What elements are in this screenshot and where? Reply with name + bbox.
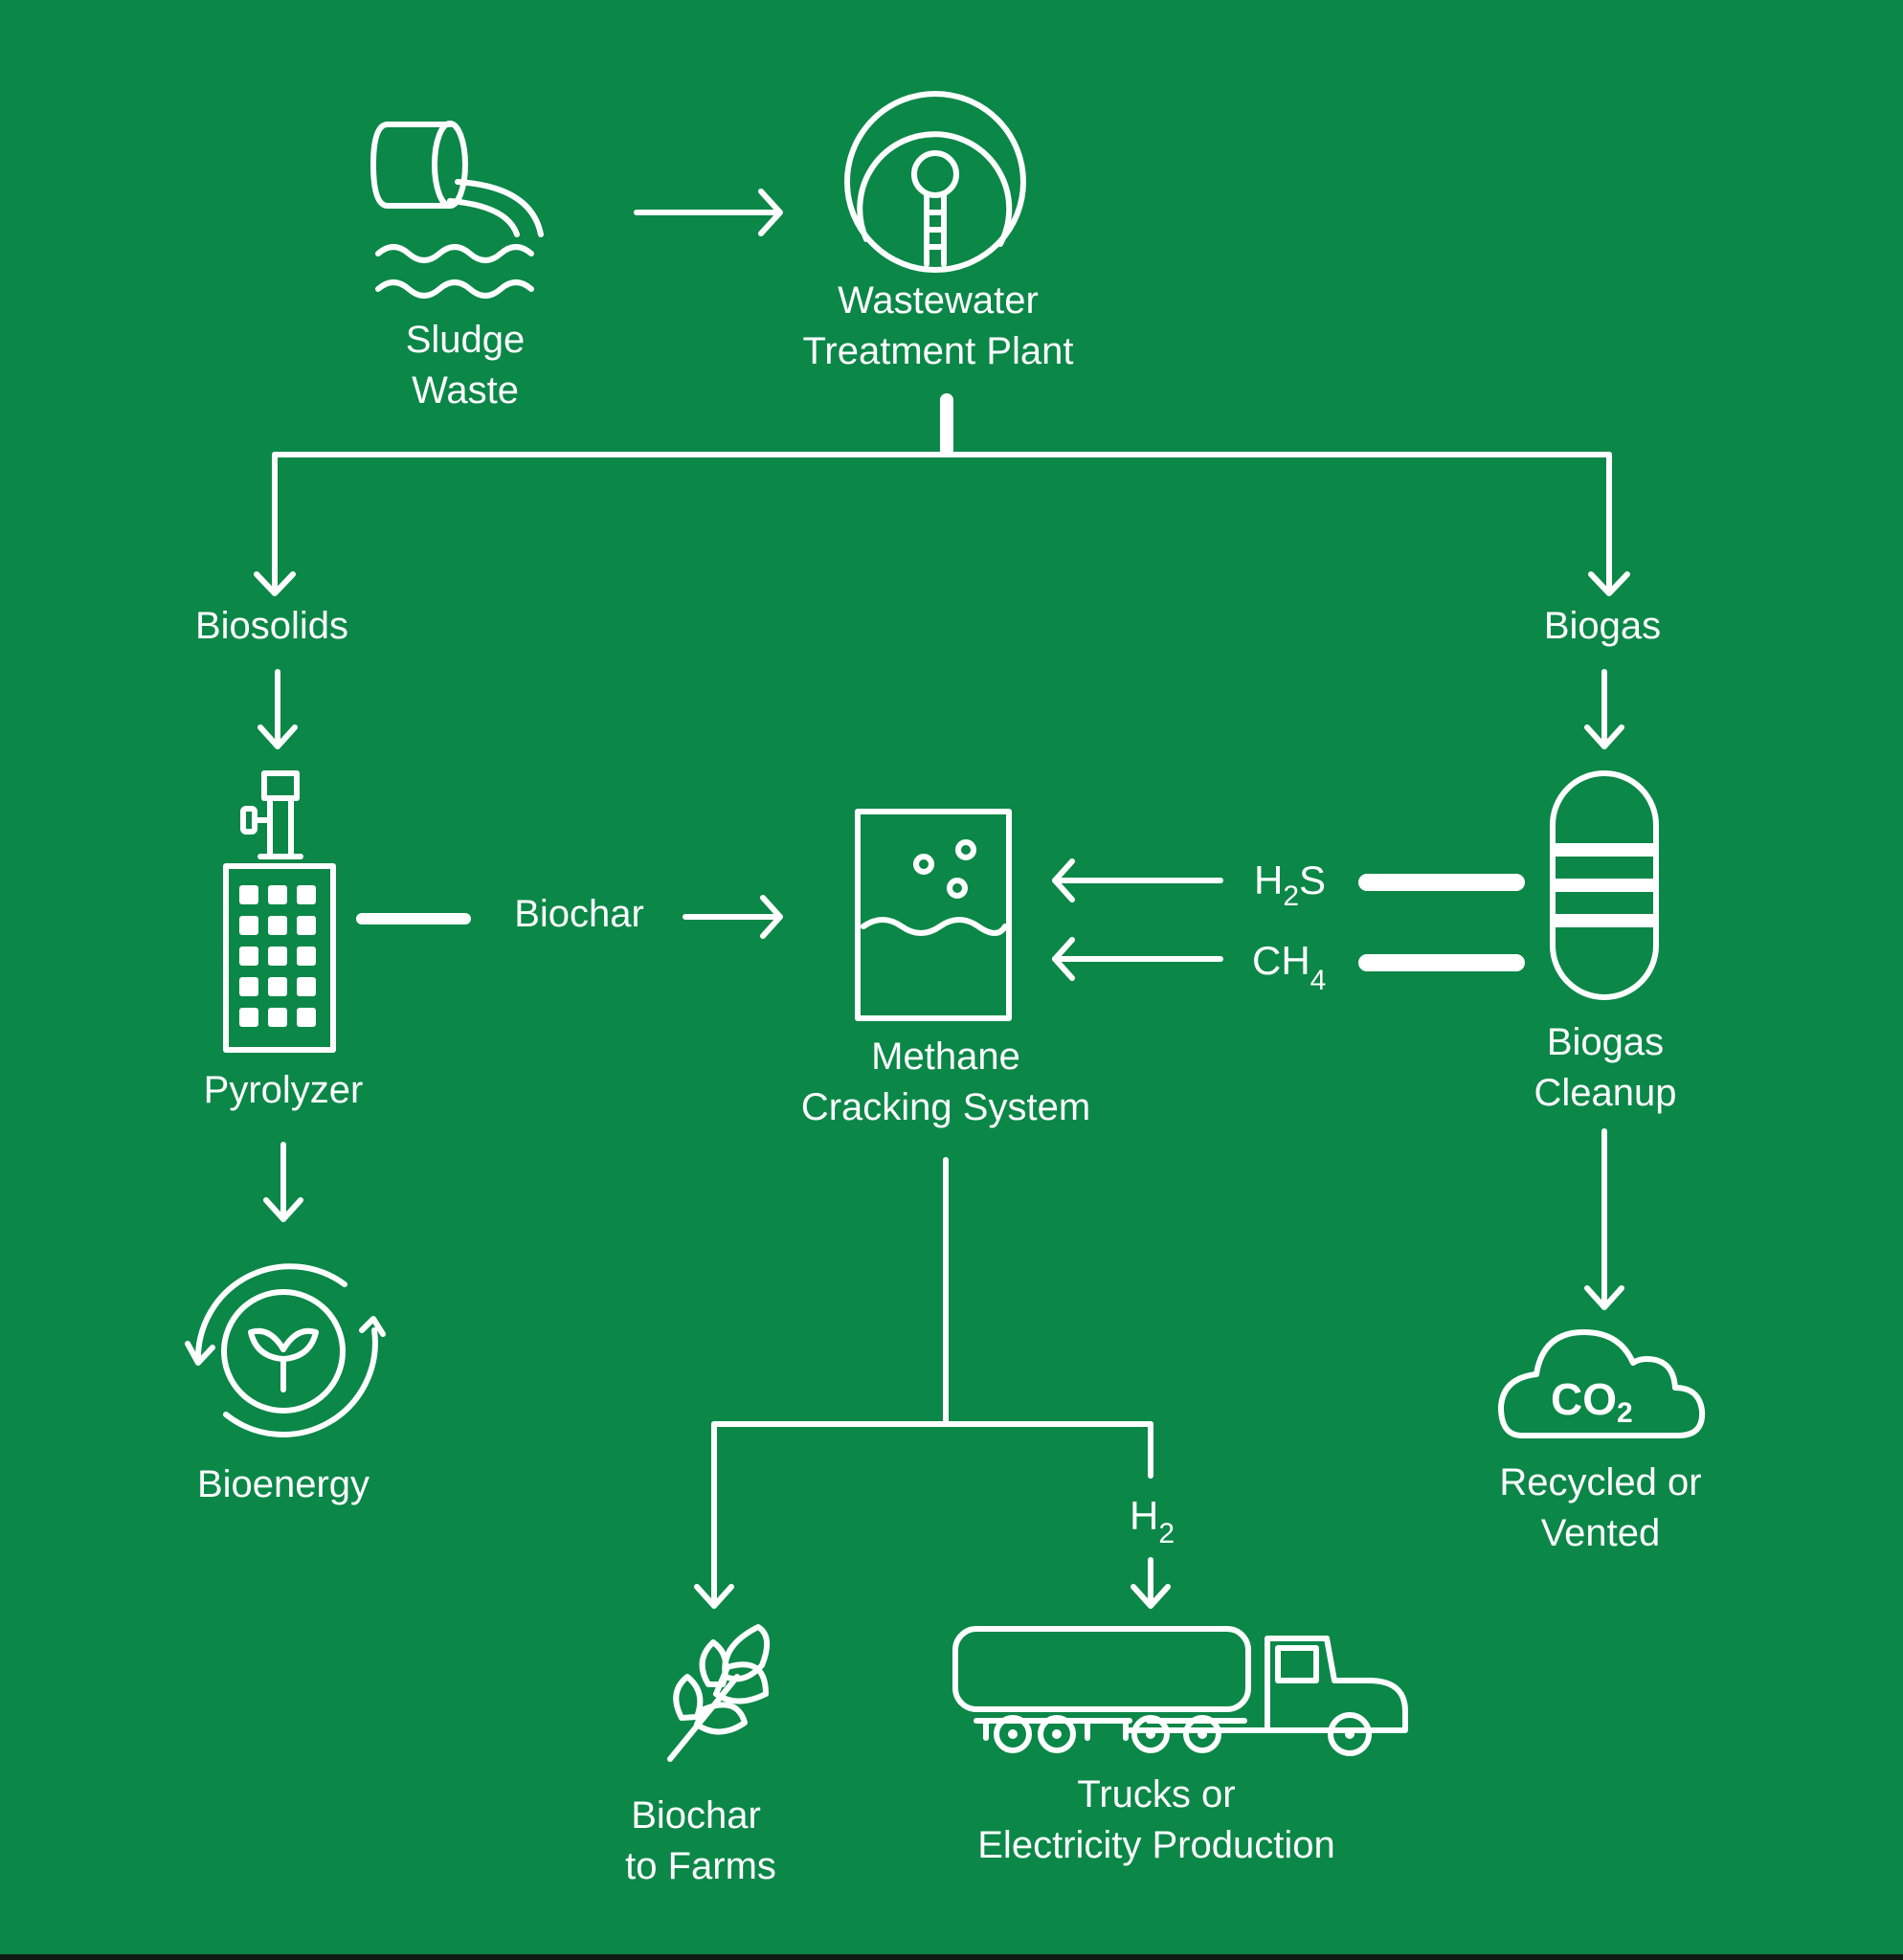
wwtp-node: Wastewater Treatment Plant xyxy=(802,91,1074,372)
methane-cracking-label-1: Methane xyxy=(871,1036,1020,1078)
biochar-to-farms-node: Biochar to Farms xyxy=(625,1624,776,1887)
trucks-label-2: Electricity Production xyxy=(977,1824,1334,1866)
sludge-waste-label-2: Waste xyxy=(412,369,519,412)
biochar-farms-label-1: Biochar xyxy=(631,1794,761,1837)
sludge-waste-label-1: Sludge xyxy=(406,319,526,361)
pyrolyzer-window xyxy=(297,977,316,996)
tanker-truck-icon xyxy=(952,1626,1408,1756)
bioenergy-label: Bioenergy xyxy=(197,1463,369,1505)
biogas-cleanup-node: Biogas Cleanup xyxy=(1534,770,1677,1114)
co2-label-2: Vented xyxy=(1541,1512,1661,1554)
pyrolyzer-window xyxy=(268,916,287,935)
co2-icon-text: CO2 xyxy=(1551,1374,1633,1429)
arrow-biosolids-to-pyrolyzer xyxy=(257,669,298,749)
arrow-cleanup-to-co2 xyxy=(1584,1128,1624,1310)
pyrolyzer-window xyxy=(239,947,258,966)
pyrolyzer-window xyxy=(268,977,287,996)
biochar-flow-label: Biochar xyxy=(514,893,644,935)
wheat-sprig-icon xyxy=(667,1624,771,1762)
biochar-flow-connector: Biochar xyxy=(356,893,783,939)
wwtp-split-connector xyxy=(254,393,1630,596)
trucks-node: Trucks or Electricity Production xyxy=(952,1626,1408,1866)
biogas-label: Biogas xyxy=(1544,605,1661,647)
trucks-label-1: Trucks or xyxy=(1077,1773,1235,1815)
arrow-pyrolyzer-to-bioenergy xyxy=(263,1142,303,1222)
methane-cracking-split-connector: H2 xyxy=(694,1157,1175,1609)
pyrolyzer-window xyxy=(239,885,258,904)
bottom-edge-strip xyxy=(0,1954,1903,1960)
wwtp-label-1: Wastewater xyxy=(838,279,1039,322)
pyrolyzer-window xyxy=(239,916,258,935)
ch4-flow: CH4 xyxy=(1052,937,1525,996)
pyrolyzer-window xyxy=(297,885,316,904)
pyrolyzer-window xyxy=(297,916,316,935)
ch4-label: CH4 xyxy=(1252,938,1326,996)
co2-cloud-icon xyxy=(1498,1329,1706,1438)
arrow-sludge-to-wwtp xyxy=(634,189,783,236)
biochar-farms-label-2: to Farms xyxy=(625,1845,776,1887)
h2-label: H2 xyxy=(1130,1493,1175,1549)
bioenergy-node: Bioenergy xyxy=(185,1263,386,1505)
biosolids-label: Biosolids xyxy=(195,605,348,647)
pyrolyzer-window xyxy=(239,977,258,996)
h2s-label: H2S xyxy=(1254,858,1326,912)
treatment-plant-icon xyxy=(844,91,1026,273)
h2s-flow: H2S xyxy=(1052,858,1525,912)
pyrolyzer-window xyxy=(268,885,287,904)
pyrolyzer-window xyxy=(268,947,287,966)
pyrolyzer-node: Pyrolyzer xyxy=(204,770,364,1111)
bioenergy-cycle-icon xyxy=(185,1263,386,1437)
methane-cracking-node: Methane Cracking System xyxy=(801,809,1090,1128)
reactor-tank-icon xyxy=(855,809,1012,1021)
pyrolyzer-window xyxy=(297,947,316,966)
wwtp-label-2: Treatment Plant xyxy=(802,330,1073,372)
pyrolyzer-window xyxy=(297,1008,316,1027)
pyrolyzer-window xyxy=(268,1008,287,1027)
biogas-cleanup-label-2: Cleanup xyxy=(1534,1072,1676,1114)
pyrolyzer-window xyxy=(239,1008,258,1027)
co2-node: CO2 Recycled or Vented xyxy=(1498,1329,1706,1554)
methane-cracking-label-2: Cracking System xyxy=(801,1086,1090,1128)
pipe-discharge-icon xyxy=(370,121,544,299)
sludge-waste-node: Sludge Waste xyxy=(370,121,544,412)
co2-label-1: Recycled or xyxy=(1499,1461,1701,1503)
biogas-cleanup-label-1: Biogas xyxy=(1547,1021,1664,1063)
pyrolyzer-icon xyxy=(223,770,336,1053)
pyrolyzer-label: Pyrolyzer xyxy=(204,1069,364,1111)
arrow-biogas-to-cleanup xyxy=(1584,669,1624,749)
gas-tank-icon xyxy=(1550,770,1659,1000)
